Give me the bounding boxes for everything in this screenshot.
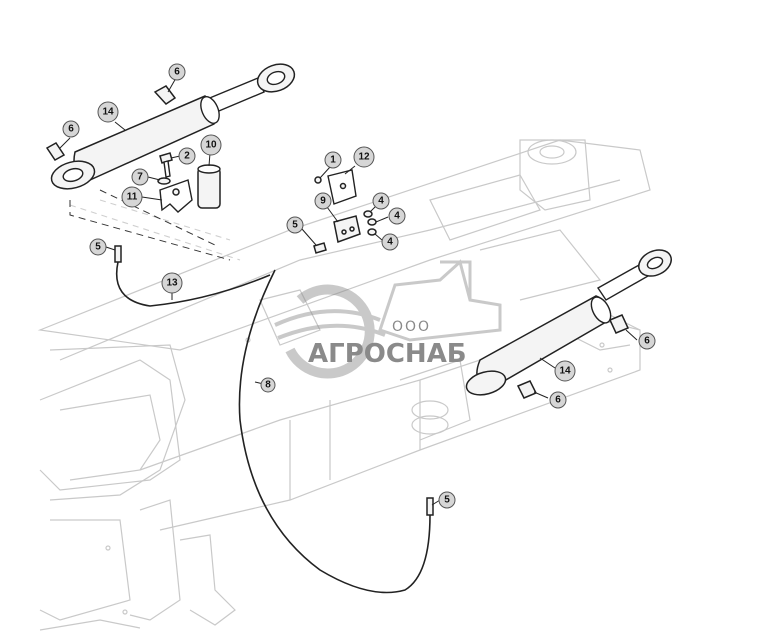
bracket-12 bbox=[314, 169, 357, 205]
callout-2-label: 2 bbox=[184, 151, 190, 162]
callout-5: 5 bbox=[438, 491, 456, 509]
callout-4-label: 4 bbox=[378, 196, 384, 207]
cylinder-right bbox=[465, 249, 672, 399]
washer-7 bbox=[157, 177, 171, 185]
callout-13: 13 bbox=[161, 272, 183, 294]
callout-12: 12 bbox=[353, 146, 375, 168]
callout-5-label: 5 bbox=[95, 242, 101, 253]
callout-6-label: 6 bbox=[644, 336, 650, 347]
background-frame bbox=[37, 139, 651, 631]
callout-5-label: 5 bbox=[292, 220, 298, 231]
callout-12-label: 12 bbox=[358, 152, 370, 163]
callout-6: 6 bbox=[168, 63, 186, 81]
callout-6: 6 bbox=[638, 332, 656, 350]
callout-14-label: 14 bbox=[559, 366, 571, 377]
callout-6-label: 6 bbox=[174, 67, 180, 78]
callout-4-label: 4 bbox=[387, 237, 393, 248]
callout-7: 7 bbox=[131, 168, 149, 186]
callout-8: 8 bbox=[260, 377, 276, 393]
plate-11 bbox=[159, 179, 193, 213]
callout-6-label: 6 bbox=[555, 395, 561, 406]
callout-11-label: 11 bbox=[127, 192, 138, 203]
callout-4: 4 bbox=[372, 192, 390, 210]
watermark-brand: АГРОСНАБ bbox=[308, 339, 467, 369]
hose-right bbox=[238, 269, 434, 594]
valve-block-9 bbox=[313, 210, 377, 254]
projection-line bbox=[99, 189, 216, 246]
callout-4: 4 bbox=[388, 207, 406, 225]
cylinder-left bbox=[45, 63, 296, 190]
projection-line bbox=[69, 200, 231, 261]
hose-left bbox=[114, 245, 271, 307]
callout-5: 5 bbox=[89, 238, 107, 256]
callout-13-label: 13 bbox=[166, 278, 178, 289]
callout-7-label: 7 bbox=[137, 172, 143, 183]
callout-4: 4 bbox=[381, 233, 399, 251]
callout-1: 1 bbox=[324, 151, 342, 169]
callout-6: 6 bbox=[62, 120, 80, 138]
bolt-2 bbox=[159, 152, 173, 178]
callout-2: 2 bbox=[178, 147, 196, 165]
callout-4-label: 4 bbox=[394, 211, 400, 222]
callout-14-label: 14 bbox=[102, 107, 114, 118]
callout-5-label: 5 bbox=[444, 495, 450, 506]
pin-10 bbox=[197, 164, 221, 209]
callout-1-label: 1 bbox=[330, 155, 336, 166]
callout-14: 14 bbox=[554, 360, 576, 382]
callout-8-label: 8 bbox=[265, 380, 271, 391]
callout-6-label: 6 bbox=[68, 124, 74, 135]
callout-14: 14 bbox=[97, 101, 119, 123]
callout-10: 10 bbox=[200, 134, 222, 156]
callout-6: 6 bbox=[549, 391, 567, 409]
callout-9-label: 9 bbox=[320, 196, 326, 207]
watermark-prefix: ООО bbox=[392, 319, 431, 335]
callout-9: 9 bbox=[314, 192, 332, 210]
callout-5: 5 bbox=[286, 216, 304, 234]
callout-11: 11 bbox=[121, 186, 143, 208]
callout-10-label: 10 bbox=[205, 140, 217, 151]
